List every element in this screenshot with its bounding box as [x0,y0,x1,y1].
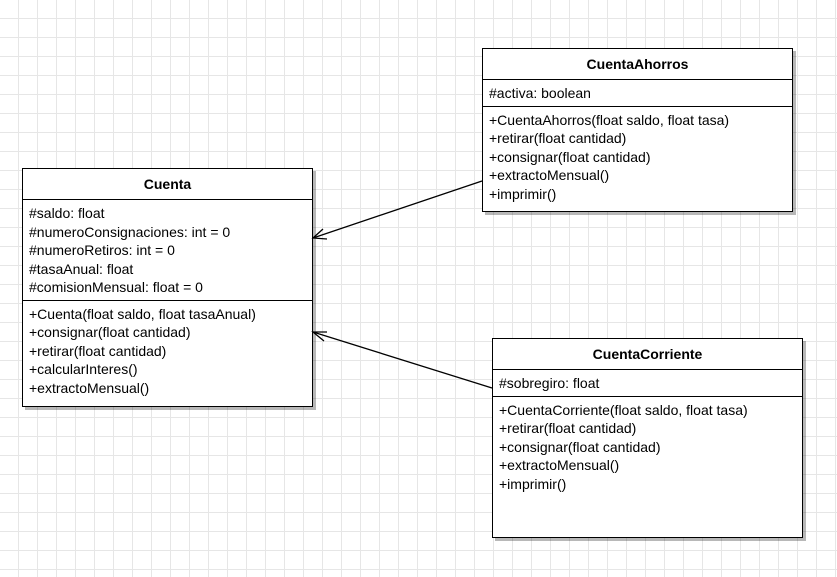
class-cuenta[interactable]: Cuenta #saldo: float #numeroConsignacion… [22,168,313,407]
operations-compartment: +Cuenta(float saldo, float tasaAnual) +c… [23,301,312,402]
attribute: #activa: boolean [489,85,591,101]
class-name: CuentaAhorros [483,49,792,80]
operation: +extractoMensual() [489,167,610,183]
operation: +CuentaAhorros(float saldo, float tasa) [489,111,730,128]
class-cuenta-corriente[interactable]: CuentaCorriente #sobregiro: float +Cuent… [492,338,803,538]
operation: +consignar(float cantidad) [499,438,661,455]
operation: +calcularInteres() [29,361,138,377]
operation: +retirar(float cantidad) [499,420,637,436]
attributes-compartment: #activa: boolean [483,80,792,107]
operation: +extractoMensual() [29,379,150,396]
attributes-compartment: #sobregiro: float [493,370,802,397]
operation: +consignar(float cantidad) [29,324,191,340]
edge-line [312,180,483,239]
attribute: #numeroConsignaciones: int = 0 [29,223,231,240]
operation: +imprimir() [499,475,567,492]
class-cuenta-ahorros[interactable]: CuentaAhorros #activa: boolean +CuentaAh… [482,48,793,212]
operation: +consignar(float cantidad) [489,148,651,165]
attributes-compartment: #saldo: float #numeroConsignaciones: int… [23,200,312,301]
class-name: Cuenta [23,169,312,200]
arrow-head-icon [311,331,327,342]
attribute: #saldo: float [29,205,105,221]
operation: +Cuenta(float saldo, float tasaAnual) [29,305,256,322]
attribute: #comisionMensual: float = 0 [29,279,203,295]
operations-compartment: +CuentaAhorros(float saldo, float tasa) … [483,107,792,208]
operation: +retirar(float cantidad) [29,342,167,359]
operation: +retirar(float cantidad) [489,130,627,146]
operation: +imprimir() [489,185,557,202]
attribute: #sobregiro: float [499,375,600,391]
operation: +CuentaCorriente(float saldo, float tasa… [499,401,748,418]
class-name: CuentaCorriente [493,339,802,370]
attribute: #tasaAnual: float [29,260,134,277]
operation: +extractoMensual() [499,457,620,473]
attribute: #numeroRetiros: int = 0 [29,242,175,258]
edge-ahorros-to-cuenta[interactable] [311,180,483,240]
edge-line [312,331,493,389]
arrow-head-icon [311,228,328,240]
edge-corriente-to-cuenta[interactable] [311,331,493,389]
operations-compartment: +CuentaCorriente(float saldo, float tasa… [493,397,802,498]
